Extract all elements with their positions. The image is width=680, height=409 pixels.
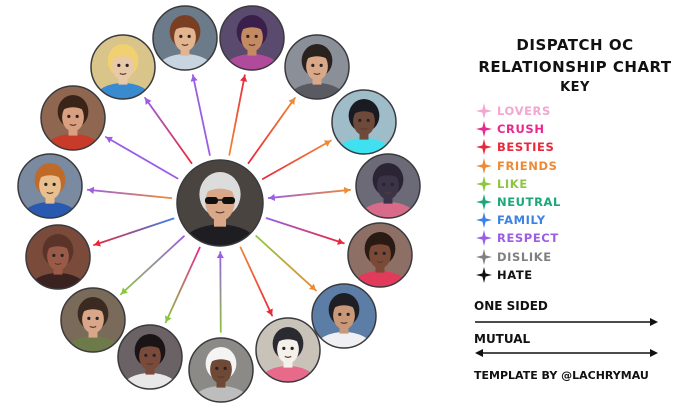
chart-title-line-1: DISPATCH OC <box>516 36 634 54</box>
portrait-purple-hair-woman <box>219 5 285 71</box>
portrait-walrus-creature <box>25 224 91 290</box>
one-sided-label: ONE SIDED <box>474 299 548 313</box>
arrow-to-mustached-biker <box>104 136 179 180</box>
portrait-mustache-man <box>60 287 126 353</box>
sparkle-icon <box>476 212 492 229</box>
key-label: LIKE <box>497 176 528 191</box>
key-label: LOVERS <box>497 104 551 118</box>
portrait-dark-hair-bearded-man <box>284 34 350 100</box>
arrow-to-blonde-masked-hero <box>144 97 193 165</box>
template-credit: TEMPLATE BY @LACHRYMAU <box>474 369 649 382</box>
arrow-to-bat-creature <box>267 186 352 202</box>
arrow-to-cyan-visor-woman <box>261 139 332 180</box>
portrait-masked-woman <box>117 324 183 390</box>
key-label: CRUSH <box>497 122 545 137</box>
key-item-crush: CRUSH <box>476 120 545 138</box>
sparkle-icon <box>476 175 492 192</box>
key-item-respect: RESPECT <box>476 229 559 247</box>
relationship-diagram <box>17 5 421 403</box>
sparkle-icon <box>476 121 492 138</box>
portraits-layer <box>17 5 421 403</box>
key-item-family: FAMILY <box>476 211 546 229</box>
key-item-like: LIKE <box>476 175 528 193</box>
key-label: FRIENDS <box>497 158 558 173</box>
sparkle-icon <box>476 230 492 247</box>
key-item-neutral: NEUTRAL <box>476 193 561 211</box>
sparkle-icon <box>476 103 492 119</box>
portrait-mustached-biker <box>40 85 106 151</box>
key-item-friends: FRIENDS <box>476 157 558 175</box>
arrows-layer <box>86 74 352 333</box>
portrait-bat-creature <box>355 153 421 219</box>
key-item-besties: BESTIES <box>476 138 554 156</box>
key-label: RESPECT <box>497 231 559 246</box>
key-label: DISLIKE <box>497 249 552 264</box>
arrow-to-suited-man <box>255 235 317 292</box>
chart-title-line-2: RELATIONSHIP CHART <box>478 58 672 76</box>
portrait-suited-man <box>311 283 377 349</box>
key-label: HATE <box>497 267 533 282</box>
arrow-to-walrus-creature <box>93 217 175 247</box>
sparkle-icon <box>476 248 492 265</box>
sparkle-icon <box>476 194 492 210</box>
sparkle-icon <box>476 139 492 156</box>
key-heading: KEY <box>560 80 590 95</box>
key-label: BESTIES <box>497 140 555 155</box>
key-label: NEUTRAL <box>497 195 561 209</box>
arrow-to-white-hair-elder <box>216 251 224 333</box>
arrow-to-purple-hair-woman <box>228 74 248 156</box>
key-panel: DISPATCH OC RELATIONSHIP CHART KEY LOVER… <box>470 0 680 409</box>
one-sided-arrow <box>475 318 658 326</box>
arrow-to-masked-woman <box>164 246 201 324</box>
key-label: FAMILY <box>497 213 546 228</box>
sparkle-icon <box>476 157 492 174</box>
arrow-to-dog-hero <box>239 246 273 317</box>
sunglasses-icon <box>205 197 235 204</box>
key-item-lovers: LOVERS <box>476 102 551 120</box>
arrow-to-curly-hair-woman <box>265 217 345 245</box>
key-item-hate: HATE <box>476 266 533 284</box>
portrait-cyan-visor-woman <box>331 89 397 155</box>
mutual-label: MUTUAL <box>474 332 531 346</box>
arrow-to-mustache-man <box>120 235 185 296</box>
portrait-white-hair-elder <box>188 337 254 403</box>
mutual-arrow <box>475 349 658 357</box>
portrait-curly-hair-woman <box>347 222 413 288</box>
portrait-brown-hair-man <box>152 5 218 71</box>
key-item-dislike: DISLIKE <box>476 248 552 266</box>
arrow-to-goggles-hero <box>86 186 173 200</box>
arrow-to-dark-hair-bearded-man <box>247 97 296 165</box>
portrait-dog-hero <box>255 317 321 383</box>
portrait-goggles-hero <box>17 153 83 219</box>
arrow-to-brown-hair-man <box>190 74 211 156</box>
center-portrait-sunglasses-man <box>176 159 264 247</box>
sparkle-icon <box>476 266 492 283</box>
portrait-blonde-masked-hero <box>90 34 156 100</box>
